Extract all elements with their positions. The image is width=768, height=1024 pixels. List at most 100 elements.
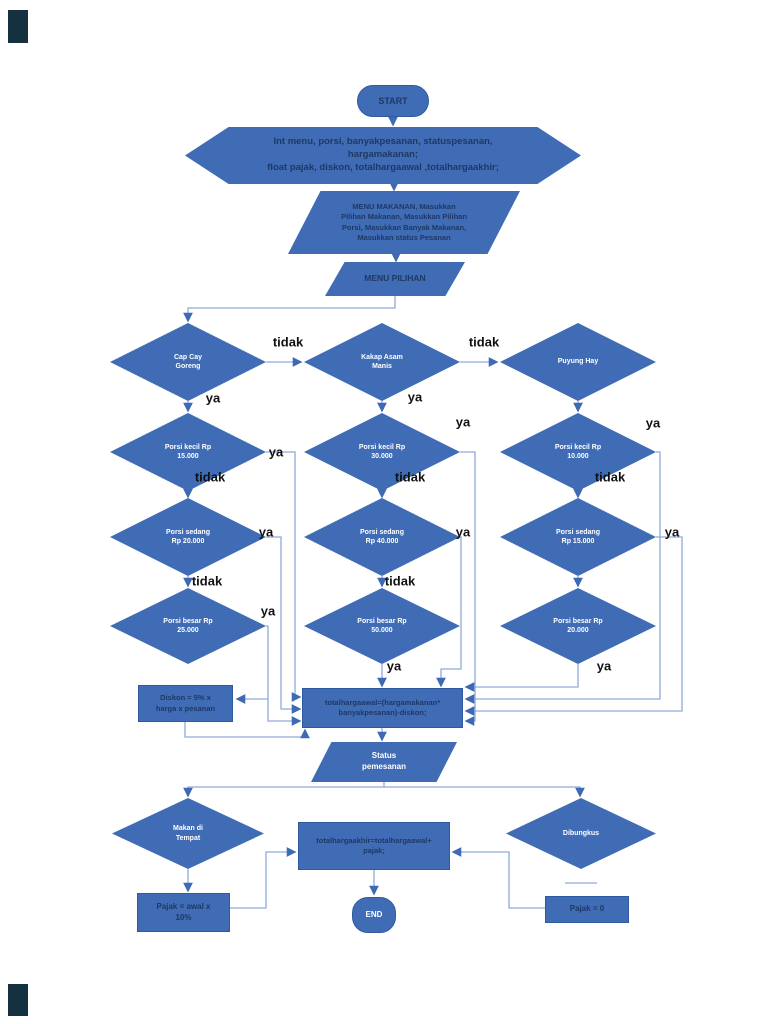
edge-label-ya: ya xyxy=(596,658,612,674)
node-totalhargaawal-process-text: totalhargaawal=(hargamakanan* xyxy=(324,697,441,707)
node-menu-makanan-input-text: Masukkan status Pesanan xyxy=(357,232,451,242)
edge-label-ya: ya xyxy=(268,444,284,460)
edge-c1-kecil-ya xyxy=(266,451,302,702)
node-capcay-decision-text: Goreng xyxy=(175,363,201,370)
node-capcay-sedang-text: Rp 20.000 xyxy=(171,538,205,545)
edge-label-tidak: tidak xyxy=(191,573,223,589)
edge-menupilihan-to-capcay xyxy=(183,296,396,323)
edge-c1-besar-ya xyxy=(266,625,302,726)
edge-c1-sedang-ya xyxy=(266,536,302,714)
edge-pajakawal-to-totalakhir xyxy=(230,847,297,909)
node-capcay-besar-text: 25.000 xyxy=(177,627,199,634)
node-pajak-awal-process-text: 10% xyxy=(175,912,192,922)
edge-status-to-makan xyxy=(183,782,385,798)
node-menu-makanan-input-text: Porsi, Masukkan Banyak Makanan, xyxy=(341,222,467,232)
node-kakap-kecil-text: 30.000 xyxy=(371,453,393,460)
node-capcay-kecil: Porsi kecil Rp 15.000 xyxy=(110,413,266,491)
page-corner-mark-bottom xyxy=(8,984,28,1016)
node-kakap-sedang-text: Rp 40.000 xyxy=(365,538,399,545)
edge-c3-kecil-ya xyxy=(464,451,661,704)
node-puyung-kecil-text: 10.000 xyxy=(567,453,589,460)
node-puyung-kecil-text: Porsi kecil Rp xyxy=(554,443,602,451)
node-kakap-kecil-text: Porsi kecil Rp xyxy=(358,443,406,451)
node-makan-di-tempat-decision-text: Tempat xyxy=(175,834,201,842)
node-capcay-sedang-text: Porsi sedang xyxy=(166,528,210,536)
node-menu-makanan-input-text: Pilihan Makanan, Masukkan Pilihan xyxy=(341,212,467,222)
node-kakap-sedang: Porsi sedang Rp 40.000 xyxy=(304,498,460,576)
edge-label-ya: ya xyxy=(664,524,680,540)
node-makan-di-tempat-decision-text: Makan di xyxy=(173,825,203,833)
node-capcay-besar: Porsi besar Rp 25.000 xyxy=(110,588,266,664)
node-dibungkus-decision-text: Dibungkus xyxy=(562,829,600,837)
edge-label-ya: ya xyxy=(407,389,423,405)
edge-label-ya: ya xyxy=(260,603,276,619)
node-start: START xyxy=(357,85,429,117)
node-capcay-sedang: Porsi sedang Rp 20.000 xyxy=(110,498,266,576)
edge-label-ya: ya xyxy=(455,524,471,540)
node-puyung-decision: Puyung Hay xyxy=(500,323,656,401)
edge-label-tidak: tidak xyxy=(594,469,626,485)
edge-label-ya: ya xyxy=(645,415,661,431)
node-pajak-awal-process-text: Pajak = awal x xyxy=(156,901,211,911)
node-totalhargaawal-process: totalhargaawal=(hargamakanan*banyakpesan… xyxy=(302,688,463,728)
node-totalhargaawal-process-text: banyakpesanan)-diskon; xyxy=(338,708,427,717)
node-end: END xyxy=(352,897,396,933)
node-menu-pilihan: MENU PILIHAN xyxy=(325,262,465,296)
node-kakap-decision-text: Kakap Asam xyxy=(361,353,403,361)
node-declare-variables: Int menu, porsi, banyakpesanan, statuspe… xyxy=(185,127,581,184)
edge-label-ya: ya xyxy=(386,658,402,674)
node-capcay-kecil-text: Porsi kecil Rp xyxy=(164,443,212,451)
node-kakap-besar: Porsi besar Rp 50.000 xyxy=(304,588,460,664)
page-corner-mark-top xyxy=(8,10,28,43)
node-kakap-besar-text: Porsi besar Rp xyxy=(357,617,407,625)
node-start-text: START xyxy=(378,95,408,106)
node-puyung-besar-text: Porsi besar Rp xyxy=(553,617,603,625)
node-dibungkus-decision: Dibungkus xyxy=(506,798,656,869)
node-totalhargaakhir-process: totalhargaakhir=totalhargaawal+pajak; xyxy=(298,822,450,870)
node-pajak-nol-process-text: Pajak = 0 xyxy=(569,904,605,914)
node-status-pemesanan-text: Status xyxy=(371,751,397,761)
node-kakap-sedang-text: Porsi sedang xyxy=(360,528,404,536)
node-kakap-besar-text: 50.000 xyxy=(371,627,393,634)
node-puyung-sedang: Porsi sedang Rp 15.000 xyxy=(500,498,656,576)
edge-c2-sedang-ya xyxy=(436,536,462,688)
edge-label-tidak: tidak xyxy=(468,334,500,350)
edge-label-ya: ya xyxy=(205,390,221,406)
edge-status-to-dibungkus xyxy=(384,786,585,798)
node-menu-pilihan-text: MENU PILIHAN xyxy=(364,273,426,284)
edge-label-ya: ya xyxy=(258,524,274,540)
node-totalhargaakhir-process-text: pajak; xyxy=(363,846,385,855)
edge-label-tidak: tidak xyxy=(384,573,416,589)
node-declare-variables-text: Int menu, porsi, banyakpesanan, statuspe… xyxy=(273,136,493,148)
node-capcay-decision-text: Cap Cay xyxy=(173,353,202,361)
node-puyung-besar-text: 20.000 xyxy=(567,627,589,634)
node-end-text: END xyxy=(365,909,383,919)
node-puyung-besar: Porsi besar Rp 20.000 xyxy=(500,588,656,664)
node-totalhargaakhir-process-text: totalhargaakhir=totalhargaawal+ xyxy=(316,835,432,845)
node-puyung-kecil: Porsi kecil Rp 10.000 xyxy=(500,413,656,491)
node-diskon-process-text: Diskon = 5% x xyxy=(160,693,211,703)
edge-diskon-out xyxy=(184,722,310,739)
node-capcay-kecil-text: 15.000 xyxy=(177,453,199,460)
node-kakap-decision-text: Manis xyxy=(372,363,392,370)
node-puyung-sedang-text: Porsi sedang xyxy=(556,528,600,536)
node-menu-makanan-input-text: MENU MAKANAN, Masukkan xyxy=(352,202,456,212)
edge-c3-besar-ya xyxy=(464,664,579,692)
node-capcay-besar-text: Porsi besar Rp xyxy=(163,617,213,625)
edge-c2-kecil-ya xyxy=(460,451,476,726)
node-declare-variables-text: float pajak, diskon, totalhargaawal ,tot… xyxy=(267,161,499,173)
node-declare-variables-text: hargamakanan; xyxy=(347,149,419,161)
edge-pajaknol-to-totalakhir xyxy=(451,847,545,909)
node-diskon-process-text: harga x pesanan xyxy=(155,703,216,713)
node-status-pemesanan-text: pemesanan xyxy=(361,762,407,771)
edge-label-ya: ya xyxy=(455,414,471,430)
node-puyung-sedang-text: Rp 15.000 xyxy=(561,538,595,545)
